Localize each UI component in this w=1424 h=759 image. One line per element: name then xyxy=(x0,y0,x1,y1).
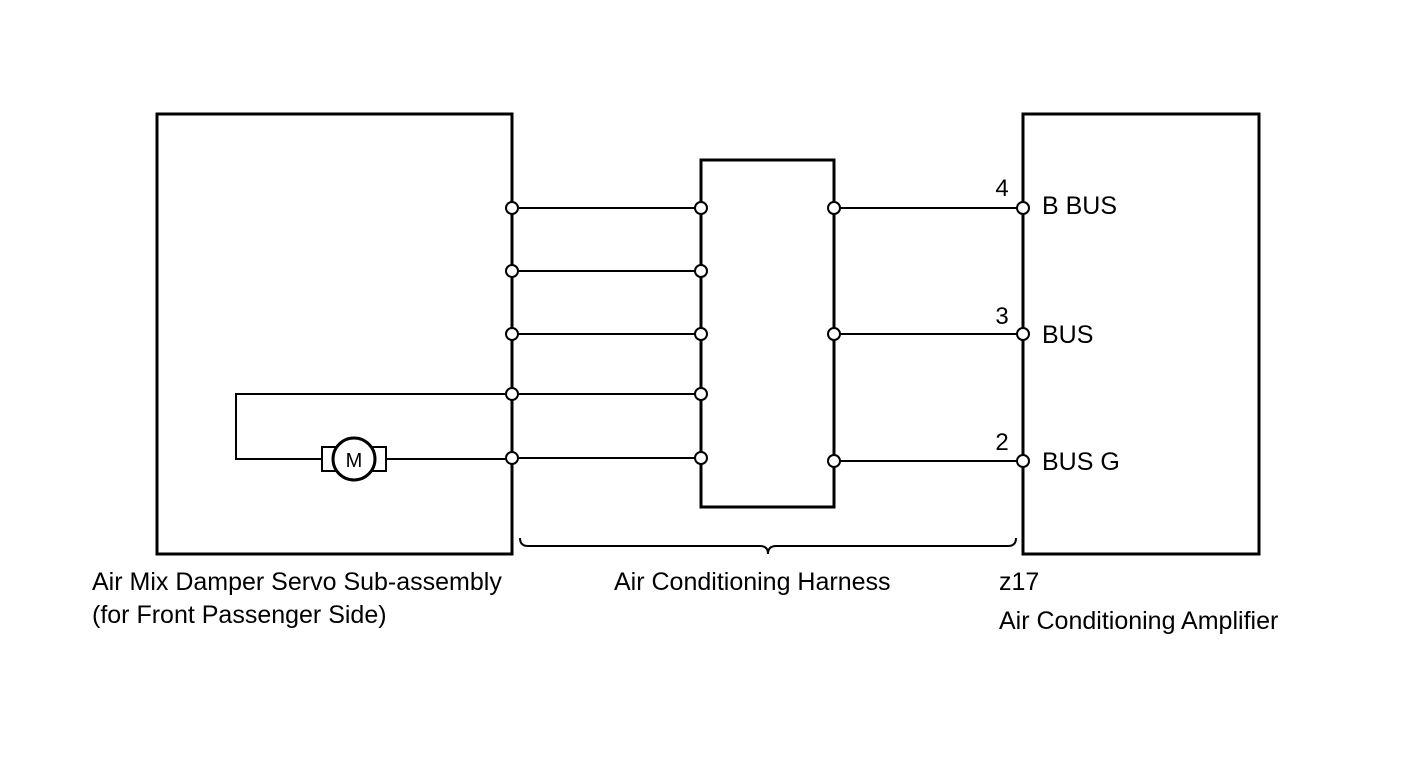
harness-left-terminal-4 xyxy=(694,387,708,401)
harness-amplifier-wires xyxy=(834,207,1023,462)
pin-name-bus-g: BUS G xyxy=(1042,448,1120,476)
amplifier-terminal-4 xyxy=(1016,201,1030,215)
motor-label: M xyxy=(346,450,363,472)
servo-label-line2: (for Front Passenger Side) xyxy=(92,601,387,629)
harness-left-terminal-1 xyxy=(694,201,708,215)
pin-number-bus-g: 2 xyxy=(995,429,1008,456)
amplifier-label: Air Conditioning Amplifier xyxy=(999,607,1278,635)
servo-terminal-1 xyxy=(505,201,519,215)
harness-right-terminal-1 xyxy=(827,201,841,215)
amplifier-terminal-2 xyxy=(1016,454,1030,468)
harness-left-terminal-3 xyxy=(694,327,708,341)
harness-right-terminal-2 xyxy=(827,327,841,341)
servo-terminal-2 xyxy=(505,264,519,278)
harness-label: Air Conditioning Harness xyxy=(614,568,891,596)
harness-left-terminal-2 xyxy=(694,264,708,278)
servo-terminal-3 xyxy=(505,327,519,341)
motor-circuit xyxy=(235,393,512,460)
pin-name-b-bus: B BUS xyxy=(1042,192,1117,220)
harness-left-terminal-5 xyxy=(694,451,708,465)
servo-terminal-4 xyxy=(505,387,519,401)
servo-terminal-5 xyxy=(505,451,519,465)
servo-box xyxy=(155,112,514,556)
pin-name-bus: BUS xyxy=(1042,321,1093,349)
pin-number-b-bus: 4 xyxy=(995,175,1008,202)
harness-right-terminal-3 xyxy=(827,454,841,468)
pin-number-bus: 3 xyxy=(995,303,1008,330)
harness-brace xyxy=(519,537,1017,555)
servo-label-line1: Air Mix Damper Servo Sub-assembly xyxy=(92,568,502,596)
harness-box xyxy=(699,158,836,509)
amplifier-terminal-3 xyxy=(1016,327,1030,341)
amplifier-connector-code: z17 xyxy=(999,568,1039,596)
servo-harness-wires xyxy=(512,207,701,459)
terminals xyxy=(505,201,1030,468)
motor-symbol: M xyxy=(321,436,387,482)
